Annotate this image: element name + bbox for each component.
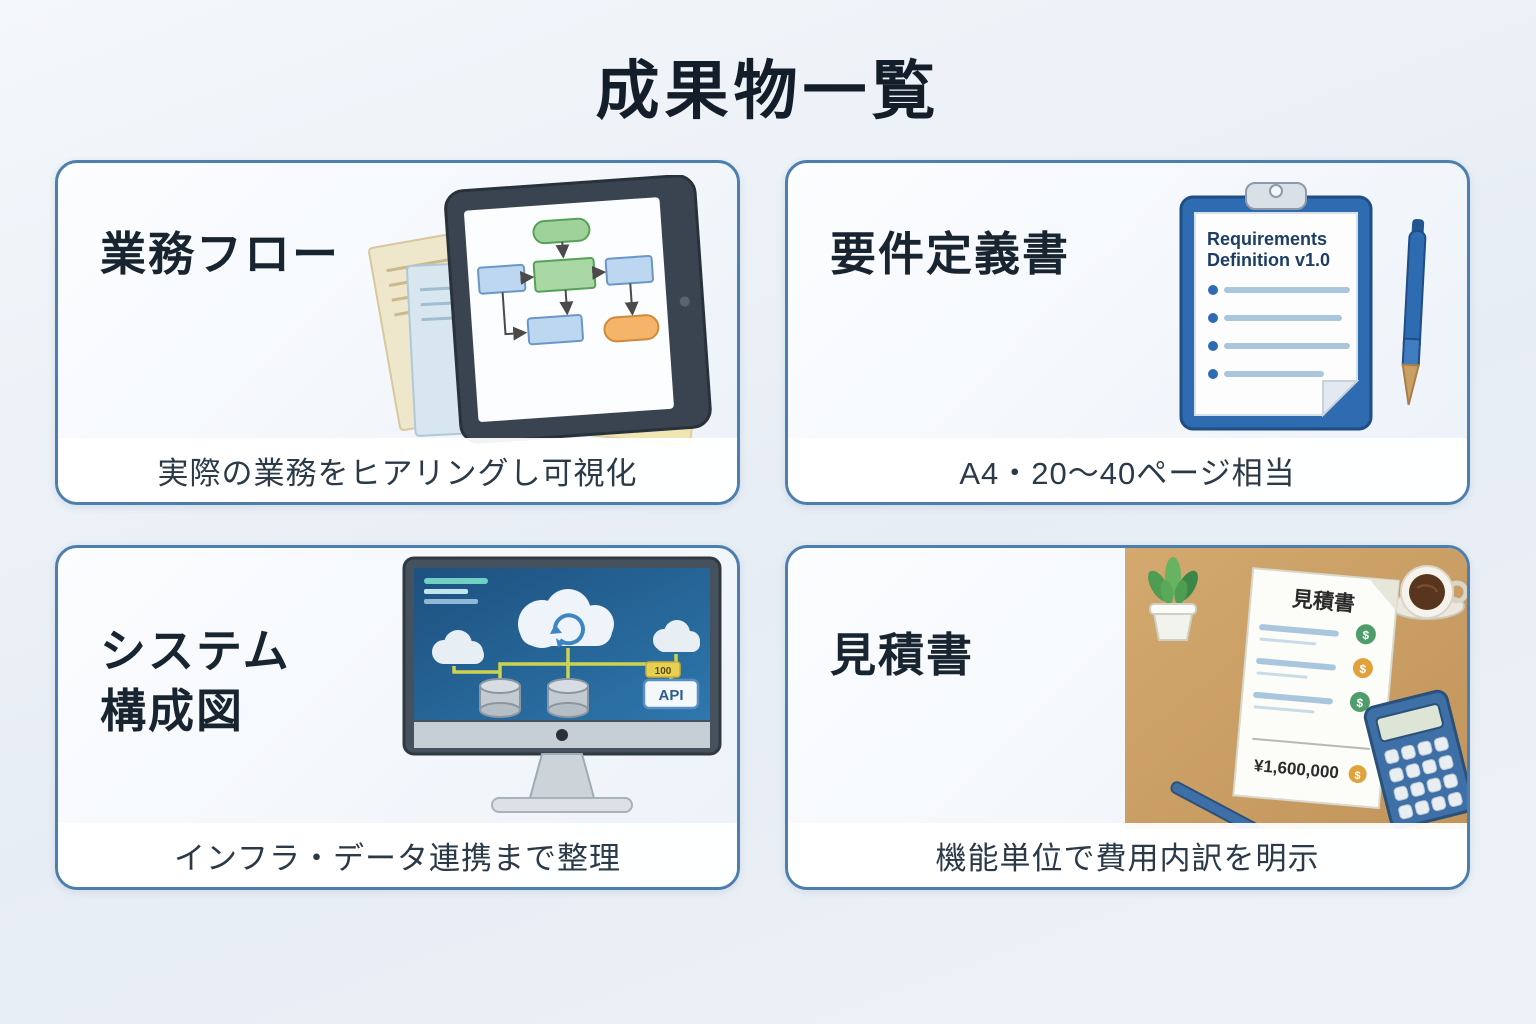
card-caption: インフラ・データ連携まで整理 bbox=[58, 823, 737, 887]
database-icon-2 bbox=[547, 678, 589, 718]
card-caption: 機能単位で費用内訳を明示 bbox=[788, 823, 1467, 887]
card-title: システム 構成図 bbox=[100, 622, 291, 742]
api-tag-label: 100 bbox=[655, 666, 672, 677]
estimate-desk-illustration: 見積書 $ $ $ ¥1,600,000 $ bbox=[1125, 548, 1467, 829]
card-business-flow: 業務フロー bbox=[55, 160, 740, 505]
doc-title-line2: Definition v1.0 bbox=[1207, 250, 1330, 270]
dollar-sign: $ bbox=[1356, 696, 1364, 711]
card-requirements: 要件定義書 Requirements Definition v1.0 bbox=[785, 160, 1470, 505]
card-caption: 実際の業務をヒアリングし可視化 bbox=[58, 438, 737, 502]
doc-title: 見積書 bbox=[1291, 587, 1356, 616]
tablet-icon bbox=[444, 175, 712, 444]
card-title: 業務フロー bbox=[100, 228, 340, 280]
tablet-flowchart-illustration bbox=[368, 175, 712, 445]
card-estimate: 見積書 見積書 bbox=[785, 545, 1470, 890]
card-system-diagram: システム 構成図 bbox=[55, 545, 740, 890]
dollar-sign: $ bbox=[1359, 662, 1367, 677]
estimate-document: 見積書 $ $ $ ¥1,600,000 $ bbox=[1232, 567, 1400, 810]
pen-icon bbox=[1401, 219, 1427, 406]
cloud-icon-right bbox=[653, 620, 700, 652]
dollar-badge bbox=[1355, 624, 1376, 645]
card-caption-text: A4・20〜40ページ相当 bbox=[959, 455, 1296, 491]
card-title: 要件定義書 bbox=[830, 228, 1070, 280]
card-caption-text: インフラ・データ連携まで整理 bbox=[173, 840, 622, 876]
api-label: API bbox=[658, 687, 683, 704]
plant-icon bbox=[1148, 557, 1198, 641]
database-icon bbox=[479, 678, 521, 718]
dollar-sign: $ bbox=[1354, 770, 1361, 782]
doc-title-line1: Requirements bbox=[1207, 229, 1327, 249]
page-title: 成果物一覧 bbox=[595, 55, 941, 127]
card-caption-text: 実際の業務をヒアリングし可視化 bbox=[157, 455, 638, 491]
screen-content: 100 API bbox=[424, 578, 700, 718]
monitor-illustration: 100 API bbox=[402, 556, 722, 813]
flowchart-icon bbox=[477, 217, 660, 346]
dollar-sign: $ bbox=[1362, 628, 1370, 643]
clipboard-icon: Requirements Definition v1.0 bbox=[1179, 182, 1373, 431]
dollar-badge bbox=[1348, 765, 1367, 784]
calculator-icon bbox=[1363, 689, 1467, 829]
clipboard-illustration: Requirements Definition v1.0 bbox=[1179, 182, 1427, 431]
bullet-list bbox=[1208, 285, 1350, 379]
dollar-badge bbox=[1349, 691, 1370, 712]
card-caption-text: 機能単位で費用内訳を明示 bbox=[935, 840, 1320, 876]
api-box: 100 API bbox=[642, 661, 700, 710]
card-caption: A4・20〜40ページ相当 bbox=[788, 438, 1467, 502]
cloud-sync-icon bbox=[518, 589, 614, 648]
cloud-icon bbox=[432, 630, 484, 664]
card-title: 見積書 bbox=[830, 629, 974, 681]
card-title-line2: 構成図 bbox=[100, 684, 244, 737]
card-title-line1: システム bbox=[100, 625, 291, 677]
dollar-badge bbox=[1352, 658, 1373, 679]
